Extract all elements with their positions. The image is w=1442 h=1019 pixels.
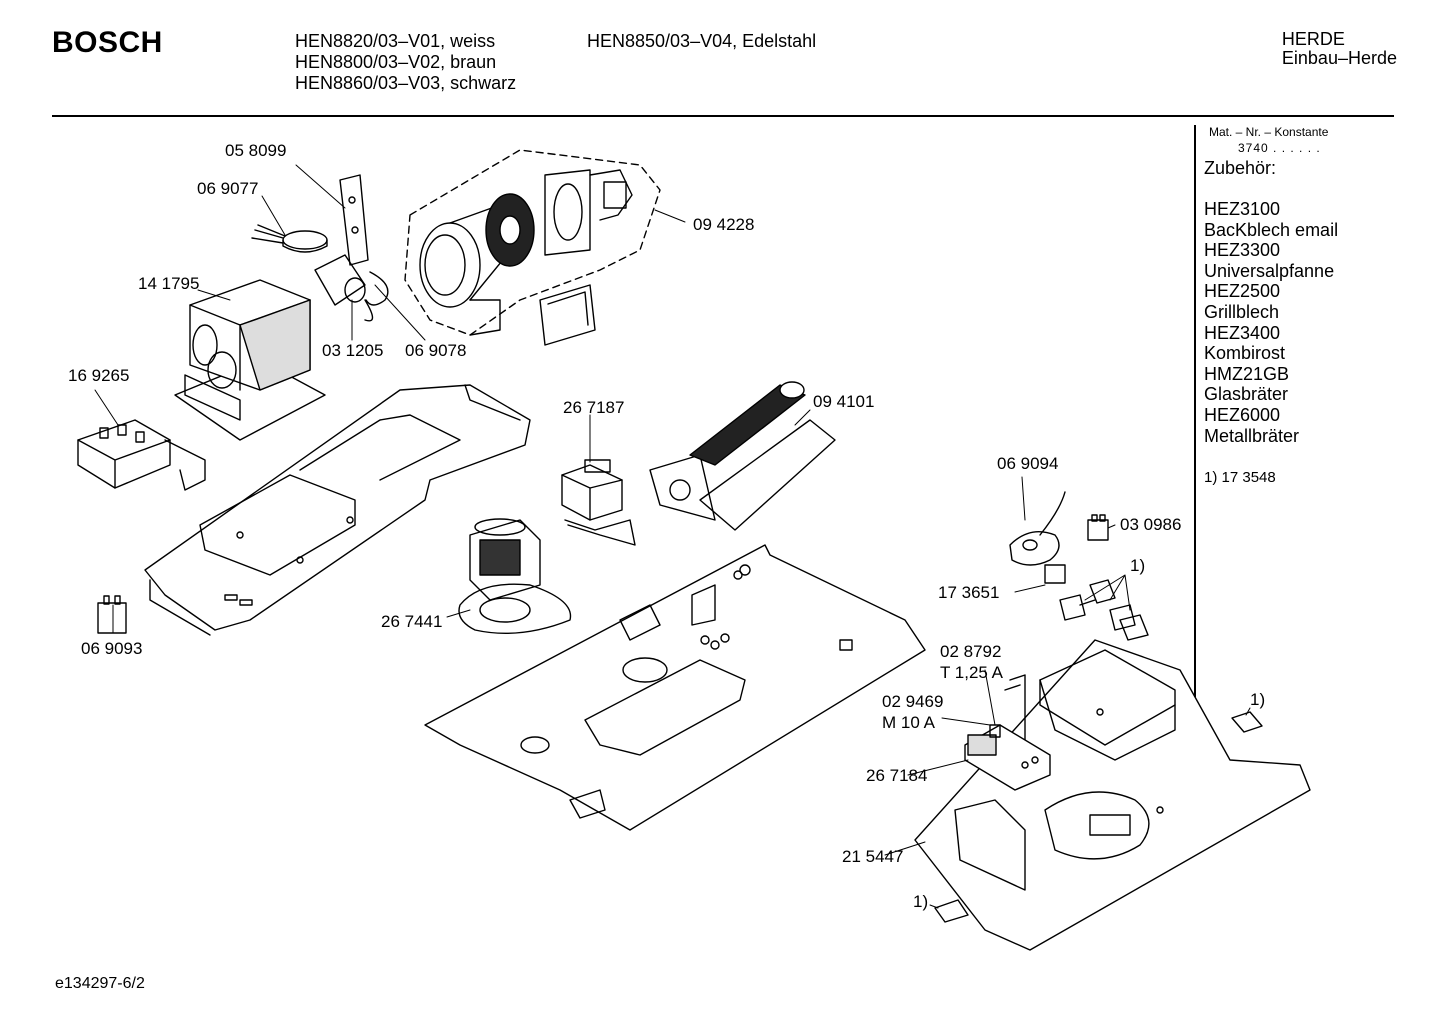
part-footnote-ref: 1) xyxy=(1250,690,1266,709)
part-label: 09 4101 xyxy=(813,392,875,411)
sidebar-footnote: 1) 17 3548 xyxy=(1204,469,1276,486)
part-label: 26 7187 xyxy=(563,398,625,417)
part-label: 06 9093 xyxy=(81,639,143,658)
brand-logo: BOSCH xyxy=(52,26,163,59)
part-label: 09 4228 xyxy=(693,215,755,234)
accessory-item: HEZ3300 xyxy=(1204,240,1281,261)
accessory-item: Universalpfanne xyxy=(1204,260,1335,281)
drawing-id: e134297-6/2 xyxy=(55,975,145,992)
accessory-item: Kombirost xyxy=(1204,343,1286,364)
part-label: 02 9469 xyxy=(882,692,944,711)
part-label: 06 9078 xyxy=(405,341,467,360)
accessories-list: HEZ3100 BacKblech email HEZ3300 Universa… xyxy=(1204,199,1338,446)
part-label: 26 7441 xyxy=(381,612,443,631)
leader-lines xyxy=(94,164,1251,909)
motor-part-267441 xyxy=(458,518,572,634)
accessory-item: HEZ2500 xyxy=(1204,281,1281,302)
accessory-item: HEZ3100 xyxy=(1204,199,1281,219)
tangential-fan-part xyxy=(649,381,836,531)
accessory-item: HEZ6000 xyxy=(1204,404,1281,425)
category-subtitle: Einbau–Herde xyxy=(1281,48,1397,68)
part-footnote-ref: 1) xyxy=(1130,556,1146,575)
category-block: HERDE Einbau–Herde xyxy=(1282,30,1397,68)
accessory-item: Grillblech xyxy=(1204,301,1280,322)
part-label: 02 8792 xyxy=(940,642,1002,661)
clip-parts xyxy=(934,711,1263,923)
model-list-2: HEN8850/03–V04, Edelstahl xyxy=(587,31,816,52)
accessory-item: HMZ21GB xyxy=(1204,363,1290,384)
part-label: 21 5447 xyxy=(842,847,904,866)
thermostat-part xyxy=(1009,491,1149,641)
transformer-part xyxy=(174,279,326,441)
fuse-board-part xyxy=(964,724,1051,791)
lower-chassis-plate xyxy=(914,639,1311,951)
part-footnote-ref: 1) xyxy=(913,892,929,911)
accessory-item: Metallbräter xyxy=(1204,425,1300,446)
part-label: 26 7184 xyxy=(866,766,928,785)
circuit-board-part xyxy=(77,419,206,491)
upper-chassis-plate xyxy=(144,384,531,636)
part-label: 06 9077 xyxy=(197,179,259,198)
part-label: 03 1205 xyxy=(322,341,384,360)
model-line: HEN8850/03–V04, Edelstahl xyxy=(587,31,817,51)
part-label: 06 9094 xyxy=(997,454,1059,473)
part-label: T 1,25 A xyxy=(940,663,1004,682)
accessory-item: Glasbräter xyxy=(1204,384,1289,405)
accessory-item: HEZ3400 xyxy=(1204,322,1281,343)
transformer-part-267187 xyxy=(561,459,636,546)
part-label: M 10 A xyxy=(882,713,935,732)
model-line: HEN8800/03–V02, braun xyxy=(295,52,497,72)
model-line: HEN8820/03–V01, weiss xyxy=(295,31,496,51)
middle-chassis-plate xyxy=(424,544,926,831)
part-label: 14 1795 xyxy=(138,274,200,293)
bracket-capacitor-group xyxy=(251,174,389,322)
part-label: 17 3651 xyxy=(938,583,1000,602)
part-label: 16 9265 xyxy=(68,366,130,385)
mat-nr-value: 3740 . . . . . . xyxy=(1238,141,1321,155)
model-list-1: HEN8820/03–V01, weiss HEN8800/03–V02, br… xyxy=(295,31,516,94)
relay-part-069093 xyxy=(97,595,127,634)
fan-assembly-group xyxy=(404,149,661,346)
accessories-title: Zubehör: xyxy=(1204,158,1277,178)
part-label: 05 8099 xyxy=(225,141,287,160)
category-title: HERDE xyxy=(1281,29,1345,49)
model-line: HEN8860/03–V03, schwarz xyxy=(295,73,517,93)
part-label: 03 0986 xyxy=(1120,515,1182,534)
accessory-item: BacKblech email xyxy=(1204,219,1339,240)
mat-nr-label: Mat. – Nr. – Konstante xyxy=(1209,125,1329,139)
header-divider xyxy=(52,115,1394,117)
sidebar-divider xyxy=(1194,125,1196,697)
